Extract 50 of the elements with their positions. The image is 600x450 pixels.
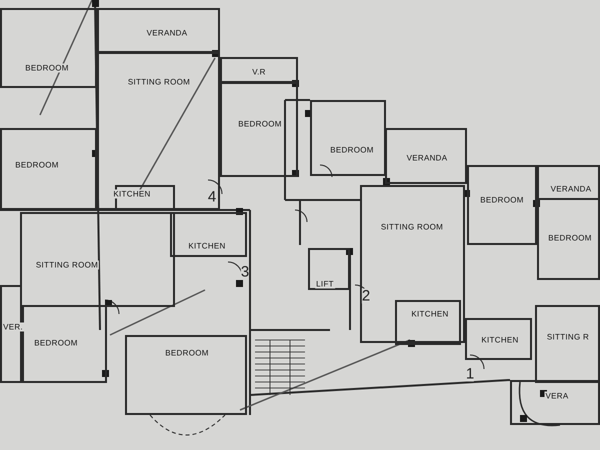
apartment-number: 1 (466, 366, 474, 382)
room-outline (220, 57, 298, 83)
room-outline (385, 128, 467, 184)
room-outline (465, 318, 532, 360)
room-label: VERANDA (406, 154, 448, 162)
room-label: KITCHEN (410, 310, 450, 318)
room-label: VER. (2, 322, 24, 332)
room-label: SITTING R (546, 332, 590, 342)
room-label: BEDROOM (24, 64, 70, 72)
room-outline (510, 380, 600, 425)
room-label: KITCHEN (480, 336, 520, 344)
room-label: LIFT (315, 280, 335, 288)
room-label: V.R (251, 68, 267, 76)
room-label: SITTING ROOM (126, 78, 192, 86)
room-outline (360, 185, 465, 343)
room-label: SITTING ROOM (380, 222, 444, 232)
room-outline (535, 305, 600, 383)
room-outline (0, 8, 97, 88)
room-outline (537, 198, 600, 280)
room-label: VERA (544, 392, 570, 400)
room-outline (170, 212, 247, 257)
room-label: BEDROOM (164, 348, 210, 358)
room-label: SITTING ROOM (34, 260, 100, 270)
room-outline (97, 8, 220, 53)
room-label: BEDROOM (237, 120, 283, 128)
room-outline (395, 300, 461, 345)
apartment-number: 3 (240, 264, 250, 280)
apartment-number: 2 (362, 288, 370, 304)
room-label: VERANDA (550, 184, 592, 194)
room-label: VERANDA (146, 28, 188, 38)
room-label: BEDROOM (547, 234, 593, 242)
apartment-number: 4 (208, 190, 216, 204)
room-label: BEDROOM (33, 338, 79, 348)
room-outline (310, 100, 386, 176)
room-outline (467, 165, 537, 245)
room-outline (537, 165, 600, 200)
room-outline (125, 335, 247, 415)
room-outline (115, 185, 175, 210)
room-outline (0, 128, 97, 210)
room-label: KITCHEN (187, 242, 227, 250)
room-outline (0, 285, 22, 383)
room-label: KITCHEN (112, 190, 152, 198)
room-label: BEDROOM (479, 196, 525, 204)
room-outline (20, 212, 175, 307)
room-outline (97, 52, 220, 210)
room-outline (220, 82, 298, 177)
room-outline (308, 248, 350, 290)
room-label: BEDROOM (14, 160, 60, 170)
room-label: BEDROOM (329, 146, 375, 154)
room-outline (22, 305, 107, 383)
